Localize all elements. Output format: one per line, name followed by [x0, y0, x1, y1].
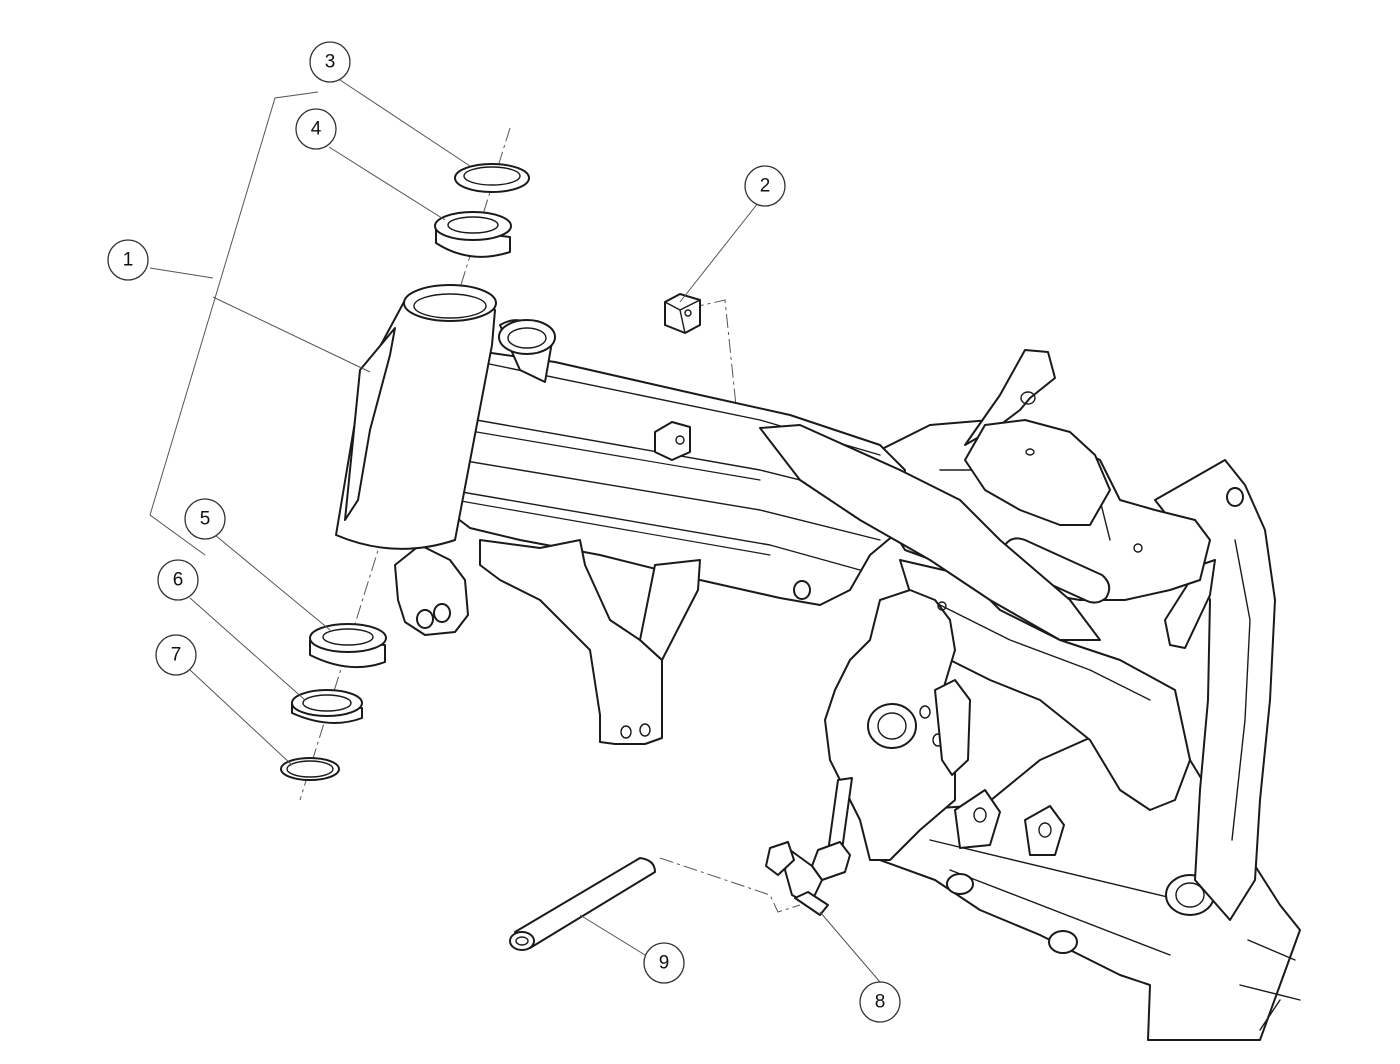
callout-8-label: 8	[875, 992, 886, 1013]
bearing-upper	[434, 211, 512, 258]
washer-top	[454, 163, 530, 193]
callout-4: 4	[295, 108, 337, 150]
callout-3: 3	[309, 41, 351, 83]
callout-2: 2	[744, 165, 786, 207]
frame-main	[335, 284, 1301, 1041]
callout-1-label: 1	[123, 250, 134, 271]
callout-5: 5	[184, 498, 226, 540]
callout-9: 9	[643, 942, 685, 984]
callout-1: 1	[107, 239, 149, 281]
callout-7-label: 7	[171, 645, 182, 666]
seal-ring	[291, 689, 363, 724]
pin-tube	[509, 857, 656, 951]
callout-7: 7	[155, 634, 197, 676]
assembly-bracket	[149, 91, 319, 556]
o-ring	[280, 757, 340, 781]
callout-3-label: 3	[325, 52, 336, 73]
pin-axis	[659, 857, 801, 913]
fitting	[765, 777, 853, 916]
bearing-lower	[309, 623, 387, 669]
callout-4-label: 4	[311, 119, 322, 140]
callout-8: 8	[859, 981, 901, 1023]
callout-5-label: 5	[200, 509, 211, 530]
clip-nut	[664, 293, 701, 334]
leader-lines	[149, 79, 881, 983]
callout-9-label: 9	[659, 953, 670, 974]
callout-6: 6	[157, 559, 199, 601]
callout-6-label: 6	[173, 570, 184, 591]
callout-2-label: 2	[760, 176, 771, 197]
